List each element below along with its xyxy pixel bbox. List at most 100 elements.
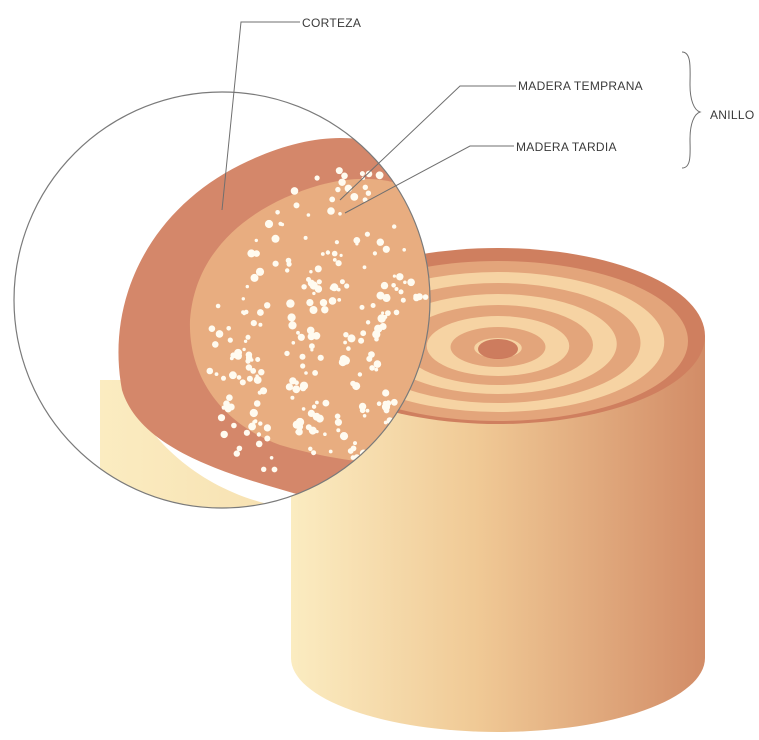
pore	[341, 173, 348, 180]
label-madera-temprana: MADERA TEMPRANA	[518, 79, 643, 93]
pore	[329, 197, 335, 203]
pore	[253, 277, 257, 281]
pore	[353, 237, 360, 244]
pore	[230, 352, 236, 358]
pore	[292, 385, 300, 393]
pore	[318, 355, 324, 361]
pore	[265, 220, 273, 228]
pore	[353, 441, 357, 445]
pore	[309, 270, 312, 273]
pore	[237, 353, 241, 357]
label-corteza: CORTEZA	[302, 16, 361, 30]
pore	[231, 423, 237, 429]
pore	[308, 447, 312, 451]
pore	[358, 338, 364, 344]
pore	[296, 428, 303, 435]
pore	[273, 261, 279, 267]
pore	[327, 207, 335, 215]
pore	[335, 419, 342, 426]
pore	[359, 403, 366, 410]
pore	[257, 432, 261, 436]
pore	[326, 250, 330, 254]
pore	[308, 280, 315, 287]
pore	[254, 376, 262, 384]
pore	[383, 315, 387, 319]
pore	[321, 306, 328, 313]
pore	[254, 400, 261, 407]
pore	[264, 424, 271, 431]
pore	[226, 394, 233, 401]
pore	[360, 330, 366, 336]
pore	[251, 320, 257, 326]
pore	[363, 185, 368, 190]
pore	[423, 294, 429, 300]
pore	[256, 268, 264, 276]
pore	[250, 409, 258, 417]
pore	[240, 379, 246, 385]
pore	[285, 268, 289, 272]
pore	[329, 450, 333, 454]
pore	[312, 405, 316, 409]
pore	[352, 382, 360, 390]
pore	[383, 246, 390, 253]
pore	[258, 421, 262, 425]
pore	[261, 467, 266, 472]
pore	[288, 313, 296, 321]
pore	[381, 282, 388, 289]
pore	[309, 343, 315, 349]
pore	[313, 332, 321, 340]
pore	[368, 351, 375, 358]
pore	[384, 421, 388, 425]
pore	[296, 418, 304, 426]
pore	[394, 310, 400, 316]
pore	[345, 185, 353, 193]
pore	[304, 236, 308, 240]
pore	[229, 371, 237, 379]
pore	[264, 302, 270, 308]
pore	[392, 224, 396, 228]
pore	[336, 260, 342, 266]
pore	[218, 414, 225, 421]
pore	[255, 357, 260, 362]
pore	[312, 370, 318, 376]
pore	[310, 306, 318, 314]
pore	[315, 175, 320, 180]
pore	[264, 436, 270, 442]
pore	[302, 407, 306, 411]
pore	[298, 334, 305, 341]
pore	[247, 376, 253, 382]
pore	[333, 258, 337, 262]
pore	[300, 363, 305, 368]
pore	[286, 383, 293, 390]
pore	[312, 292, 315, 295]
pore	[242, 348, 245, 351]
pore	[241, 310, 245, 314]
pore	[366, 171, 373, 178]
pore	[320, 299, 327, 306]
pore	[377, 401, 382, 406]
pore	[255, 239, 258, 242]
pore	[369, 365, 375, 371]
pore	[348, 334, 356, 342]
pore	[221, 431, 228, 438]
pore	[342, 356, 350, 364]
pore	[226, 326, 231, 331]
label-anillo: ANILLO	[710, 108, 755, 122]
pore	[272, 467, 278, 473]
pore	[385, 400, 391, 406]
pore	[306, 424, 312, 430]
pore	[315, 401, 319, 405]
pore	[336, 167, 343, 174]
pore	[288, 321, 296, 329]
pore	[365, 232, 370, 237]
pore	[306, 299, 313, 306]
pore	[377, 239, 384, 246]
pore	[287, 300, 294, 307]
pore	[399, 289, 404, 294]
pore	[215, 372, 219, 376]
pore	[335, 414, 341, 420]
pore	[366, 191, 371, 196]
pore	[337, 298, 341, 302]
pore	[351, 446, 357, 452]
